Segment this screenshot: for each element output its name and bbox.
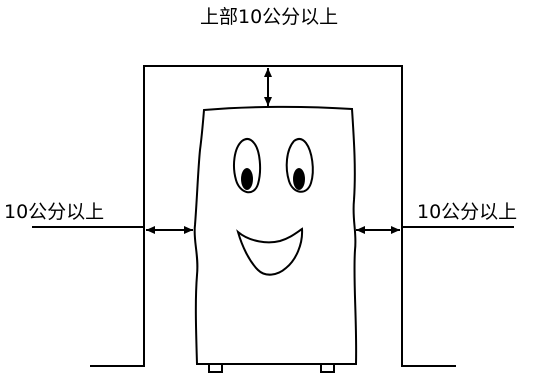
right-eye	[285, 137, 314, 193]
smile	[236, 227, 304, 276]
appliance-body	[193, 105, 358, 365]
left-pupil	[241, 168, 253, 190]
left-eye	[233, 137, 262, 194]
top-clearance-label: 上部10公分以上	[200, 6, 339, 28]
left-clearance-label: 10公分以上	[4, 201, 105, 223]
right-clearance-label: 10公分以上	[417, 201, 518, 223]
appliance-foot-right	[320, 363, 335, 373]
wall-enclosure	[90, 65, 456, 367]
appliance-foot-left	[208, 363, 223, 373]
right-pupil	[293, 168, 305, 190]
